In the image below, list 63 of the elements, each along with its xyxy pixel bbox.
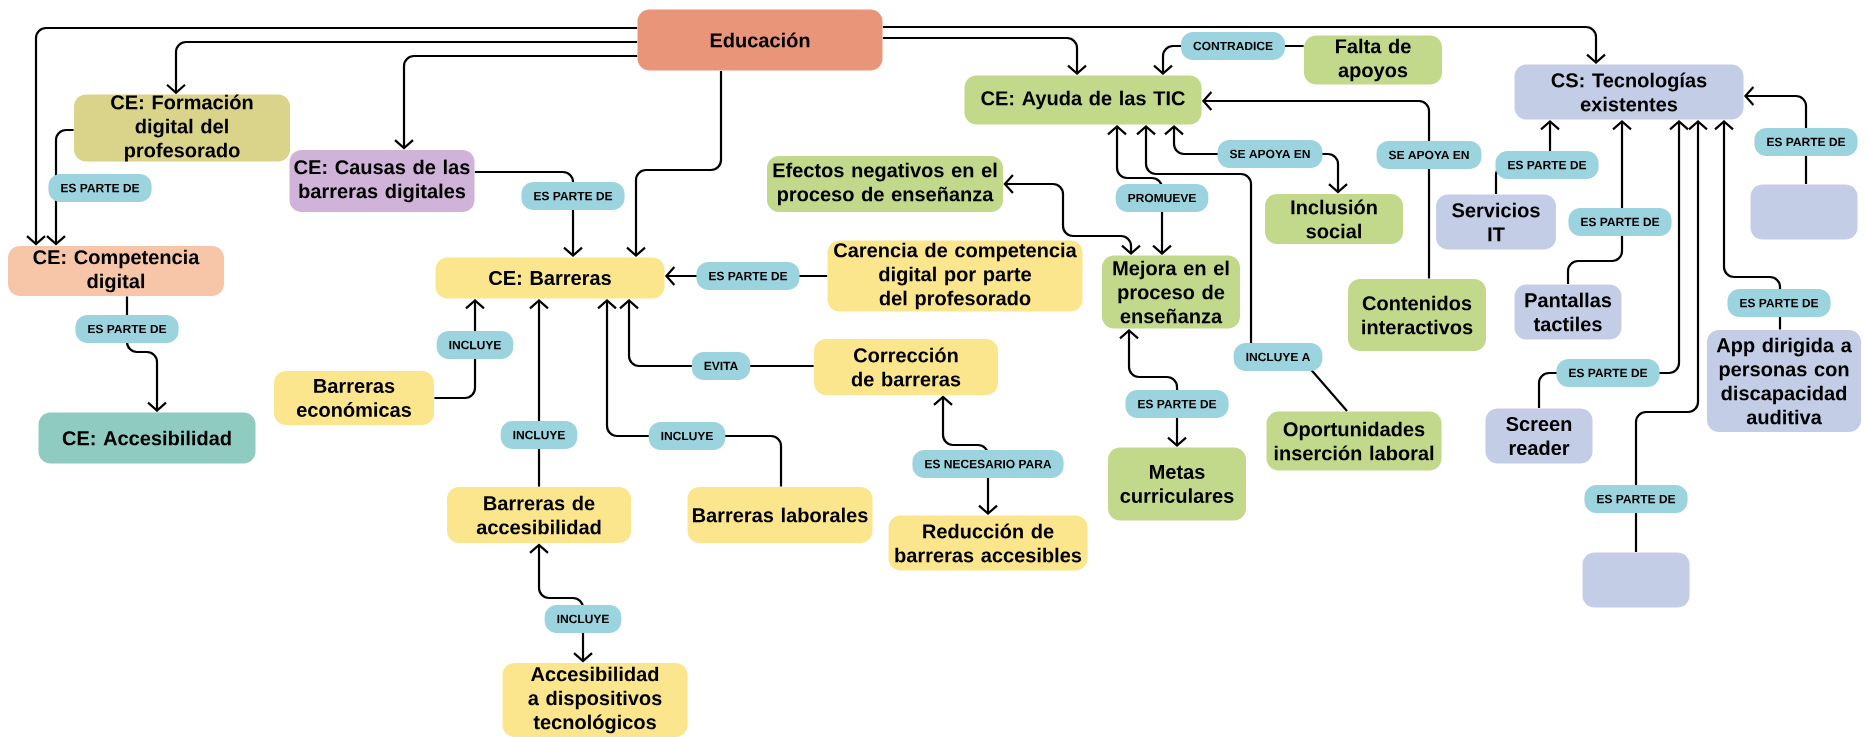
concept-box: Reducción de barreras accesibles [888, 515, 1088, 571]
connector-arrow [26, 26, 638, 246]
concept-box: Efectos negativos en el proceso de enseñanza [767, 156, 1003, 212]
concept-box: Pantallas tactiles [1514, 284, 1622, 340]
edge-label: ES PARTE DE [521, 182, 625, 210]
concept-box: Inclusión social [1265, 194, 1403, 244]
edge-label: ES PARTE DE [1727, 289, 1831, 317]
edge-label: ES NECESARIO PARA [912, 450, 1064, 478]
concept-box: Barreras de accesibilidad [447, 487, 631, 543]
rounded-box [1750, 184, 1858, 240]
edge-label: ES PARTE DE [1754, 128, 1858, 156]
edge-label: ES PARTE DE [1556, 359, 1660, 387]
edge-label: CONTRADICE [1181, 32, 1285, 60]
edge-label: INCLUYE [544, 605, 622, 633]
edge-label: ES PARTE DE [75, 315, 179, 343]
concept-box: CE: Barreras [435, 257, 665, 299]
connector-arrow [394, 54, 638, 150]
edge-label: ES PARTE DE [1125, 390, 1229, 418]
concept-box: Screen reader [1485, 408, 1593, 464]
edge-label: INCLUYE [436, 331, 514, 359]
concept-box: App dirigida a personas con discapacidad auditiva [1707, 330, 1861, 432]
connector-arrow [529, 298, 549, 487]
concept-box: Barreras económicas [274, 371, 434, 425]
rounded-box [1582, 552, 1690, 608]
edge-label: ES PARTE DE [48, 174, 152, 202]
connector-arrow [1201, 91, 1431, 279]
edge-label: SE APOYA EN [1217, 140, 1323, 168]
connector-arrow [1107, 124, 1172, 256]
concept-box: CE: Accesibilidad [38, 412, 256, 464]
concept-box: CE: Formación digital del profesorado [74, 94, 290, 162]
concept-box: CE: Ayuda de las TIC [964, 75, 1202, 125]
edge-label: ES PARTE DE [1584, 485, 1688, 513]
edge-label: INCLUYE [500, 421, 578, 449]
connector-arrow [1714, 119, 1782, 330]
concept-box: Metas curriculares [1108, 447, 1246, 521]
concept-box: CE: Causas de las barreras digitales [289, 150, 475, 212]
edge-label: ES PARTE DE [696, 262, 800, 290]
connector-arrow [882, 25, 1606, 65]
concept-box: Accesibilidad a dispositivos tecnológicos [502, 663, 688, 737]
connector-arrow [882, 36, 1087, 76]
edge-label: INCLUYE [648, 422, 726, 450]
edge-label: INCLUYE A [1233, 343, 1323, 371]
connector-arrow [166, 40, 638, 95]
edge-label: EVITA [691, 352, 751, 380]
edge-label: SE APOYA EN [1376, 141, 1482, 169]
concept-box: Mejora en el proceso de enseñanza [1102, 255, 1240, 329]
concept-box: Falta de apoyos [1304, 35, 1442, 85]
concept-box: CS: Tecnologías existentes [1514, 64, 1744, 120]
concept-box: CE: Competencia digital [8, 246, 224, 296]
concept-box: Servicios IT [1436, 194, 1556, 250]
connector-arrow [1634, 119, 1708, 553]
concept-box: Oportunidades inserción laboral [1266, 411, 1442, 471]
concept-box: Carencia de competencia digital por parte del profesorado [827, 240, 1083, 312]
concept-box: Contenidos interactivos [1348, 279, 1486, 351]
concept-box: Corrección de barreras [814, 339, 998, 395]
connector-arrow [1003, 174, 1141, 256]
concept-box: Barreras laborales [687, 487, 873, 543]
connector-arrow [529, 543, 593, 663]
connector-arrow [626, 70, 723, 258]
concept-box: Educación [637, 9, 883, 71]
edge-label: ES PARTE DE [1568, 208, 1672, 236]
edge-label: ES PARTE DE [1495, 151, 1599, 179]
edge-label: PROMUEVE [1115, 184, 1209, 212]
